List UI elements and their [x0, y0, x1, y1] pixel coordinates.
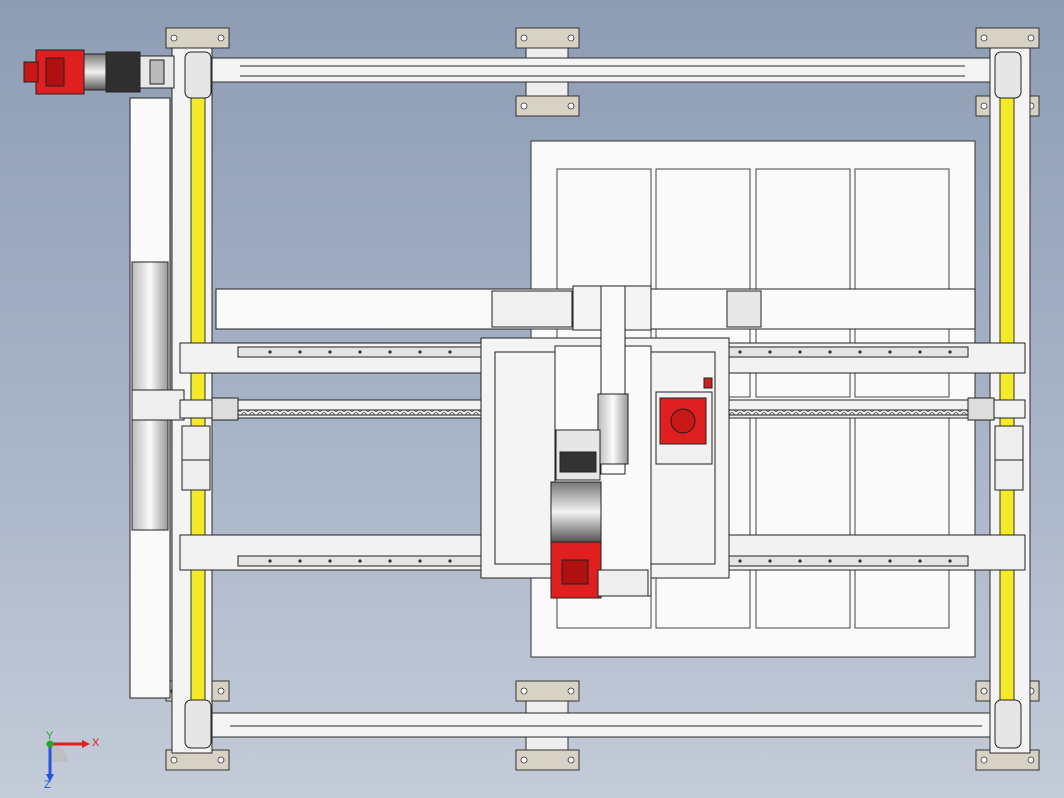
- belt-pulleys: [184, 51, 1022, 749]
- coordinate-triad: X Y Z: [44, 730, 100, 791]
- y-axis-dot-icon: [46, 740, 54, 748]
- gantry-beam: [215, 285, 976, 331]
- triad-plane-icon: [50, 744, 68, 762]
- carriage-servo-motor: [550, 429, 649, 599]
- z-axis-label: Z: [44, 779, 51, 791]
- x-axis-label: X: [92, 737, 100, 749]
- top-rod: [230, 65, 982, 727]
- side-brackets: [181, 425, 1024, 491]
- top-left-servo-motor: [23, 49, 175, 95]
- y-axis-label: Y: [46, 730, 54, 742]
- z-axis-column: [597, 285, 629, 475]
- right-gearbox-motor: [655, 377, 713, 465]
- left-cable-cover: [129, 97, 185, 699]
- guide-bolts: [268, 350, 952, 563]
